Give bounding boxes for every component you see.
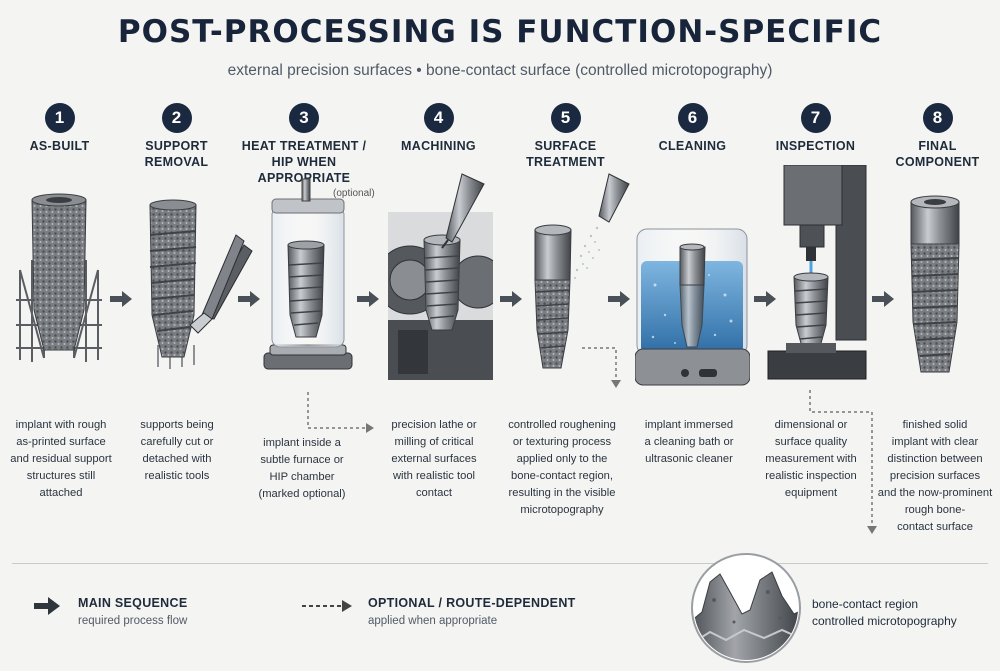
step-number-badge: 8 bbox=[922, 103, 953, 133]
optional-route-arrow bbox=[809, 390, 877, 534]
step-title: HEAT TREATMENT / bbox=[241, 139, 367, 153]
step-title: FINAL bbox=[918, 139, 957, 153]
surface-treatment-illustration bbox=[534, 173, 630, 369]
step-number-badge: 7 bbox=[800, 103, 831, 133]
main-sequence-arrow bbox=[238, 291, 260, 307]
step-title: MACHINING bbox=[401, 139, 476, 153]
step-number-badge: 1 bbox=[44, 103, 75, 133]
final-implant-illustration bbox=[910, 195, 960, 373]
step-6: 6 CLEANING bbox=[630, 103, 755, 154]
as-built-implant-illustration bbox=[16, 193, 102, 362]
legend-optional-title: OPTIONAL / ROUTE-DEPENDENT bbox=[368, 596, 576, 610]
step-5: 5 SURFACE TREATMENT bbox=[503, 103, 628, 170]
step-1: 1 AS-BUILT bbox=[0, 103, 122, 154]
main-sequence-legend-arrow bbox=[34, 597, 60, 615]
step-number-badge: 3 bbox=[289, 103, 319, 133]
step-title: SUPPORT bbox=[145, 139, 208, 153]
bone-contact-microtopography-icon bbox=[691, 553, 801, 663]
hip-chamber-illustration bbox=[263, 178, 353, 370]
step-8: 8 FINAL COMPONENT bbox=[875, 103, 1000, 170]
page-title: POST-PROCESSING IS FUNCTION-SPECIFIC bbox=[117, 14, 883, 50]
optional-route-arrow bbox=[582, 347, 621, 388]
main-sequence-arrow bbox=[872, 291, 894, 307]
optional-route-legend-arrow bbox=[302, 600, 352, 612]
inspection-equipment-illustration bbox=[767, 165, 867, 380]
step-4: 4 MACHINING bbox=[376, 103, 501, 154]
legend-optional-subtitle: applied when appropriate bbox=[368, 615, 498, 627]
step-title: INSPECTION bbox=[775, 139, 856, 153]
step-number-badge: 2 bbox=[161, 103, 192, 133]
main-sequence-arrow bbox=[110, 291, 132, 307]
step-title-line2: TREATMENT bbox=[526, 155, 605, 169]
main-sequence-arrow bbox=[500, 291, 522, 307]
page-subtitle: external precision surfaces • bone-conta… bbox=[227, 62, 773, 79]
optional-route-arrow bbox=[307, 392, 374, 433]
legend-divider bbox=[12, 563, 988, 564]
ultrasonic-cleaner-illustration bbox=[635, 228, 750, 386]
main-sequence-arrow bbox=[754, 291, 776, 307]
step-number-badge: 4 bbox=[423, 103, 454, 133]
main-sequence-arrow bbox=[357, 291, 379, 307]
main-sequence-arrow bbox=[608, 291, 630, 307]
step-3: 3 HEAT TREATMENT / HIP WHEN APPROPRIATE bbox=[239, 103, 369, 186]
step-title: AS-BUILT bbox=[29, 139, 90, 153]
step-title: SURFACE bbox=[534, 139, 597, 153]
step-number-badge: 5 bbox=[550, 103, 581, 133]
step-title-line2: REMOVAL bbox=[144, 155, 209, 169]
step-title: CLEANING bbox=[658, 139, 727, 153]
step-7: 7 INSPECTION bbox=[753, 103, 878, 154]
legend-main-title: MAIN SEQUENCE bbox=[78, 596, 188, 610]
support-removal-illustration bbox=[149, 199, 253, 369]
step-2: 2 SUPPORT REMOVAL bbox=[114, 103, 239, 170]
step-title-line2: COMPONENT bbox=[895, 155, 980, 169]
optional-tag: (optional) bbox=[333, 188, 375, 199]
step-title-line2: HIP WHEN APPROPRIATE bbox=[257, 155, 351, 185]
legend-main-subtitle: required process flow bbox=[78, 615, 188, 627]
machining-lathe-illustration bbox=[388, 173, 493, 380]
step-number-badge: 6 bbox=[677, 103, 708, 133]
